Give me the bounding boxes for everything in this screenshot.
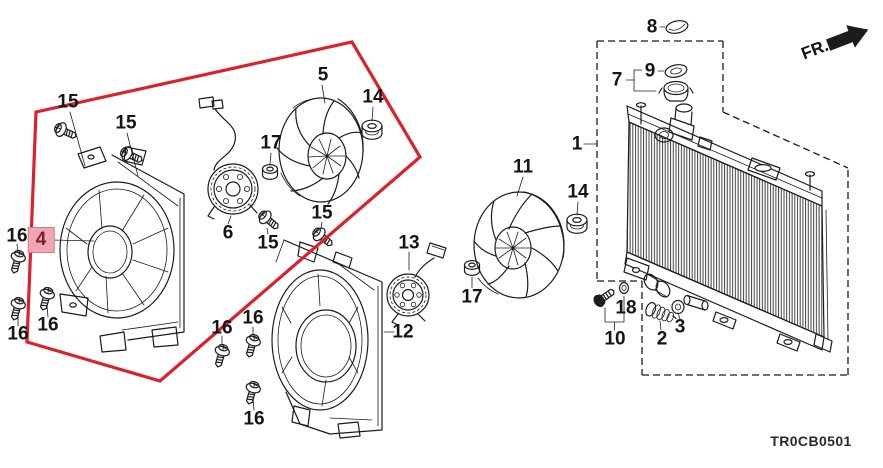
callout-16-a[interactable]: 16 bbox=[6, 225, 28, 247]
fan-motor-13-drawing bbox=[386, 242, 447, 326]
callout-4-selected[interactable]: 4 bbox=[27, 227, 55, 253]
callout-7[interactable]: 7 bbox=[611, 69, 623, 91]
callout-6[interactable]: 6 bbox=[222, 222, 234, 244]
radiator-boundary-box bbox=[596, 40, 849, 376]
grommet-14a-drawing bbox=[361, 119, 383, 140]
callout-14-a[interactable]: 14 bbox=[362, 86, 384, 108]
leader-lines bbox=[16, 26, 681, 411]
callout-16-f[interactable]: 16 bbox=[243, 408, 265, 430]
grommet-17b-drawing bbox=[463, 260, 481, 276]
fan-11-drawing bbox=[473, 191, 565, 299]
callout-1[interactable]: 1 bbox=[571, 133, 583, 155]
callout-17-b[interactable]: 17 bbox=[461, 286, 483, 308]
red-selection-outline bbox=[25, 40, 423, 383]
callout-12[interactable]: 12 bbox=[392, 321, 414, 343]
callout-16-b[interactable]: 16 bbox=[7, 323, 29, 345]
fan-shroud-left-drawing bbox=[59, 146, 185, 353]
callout-5[interactable]: 5 bbox=[317, 64, 329, 86]
radiator-drawing bbox=[623, 102, 833, 353]
fan-motor-6-drawing bbox=[198, 96, 259, 220]
callout-10[interactable]: 10 bbox=[604, 328, 626, 350]
callout-3[interactable]: 3 bbox=[674, 316, 686, 338]
fr-direction-arrow-icon bbox=[825, 25, 869, 51]
callout-15-d[interactable]: 15 bbox=[311, 202, 333, 224]
radiator-cap-drawing bbox=[658, 20, 694, 102]
fan-shroud-12-drawing bbox=[271, 239, 383, 439]
callout-14-b[interactable]: 14 bbox=[567, 181, 589, 203]
bolts-drawing bbox=[6, 119, 338, 407]
callout-2[interactable]: 2 bbox=[656, 328, 668, 350]
callout-16-e[interactable]: 16 bbox=[242, 307, 264, 329]
diagram-code: TR0CB0501 bbox=[770, 433, 852, 449]
grommet-17a-drawing bbox=[261, 164, 279, 180]
callout-8[interactable]: 8 bbox=[646, 16, 658, 38]
fan-5-drawing bbox=[276, 97, 364, 205]
callout-15-c[interactable]: 15 bbox=[257, 232, 279, 254]
callout-15-a[interactable]: 15 bbox=[57, 91, 79, 113]
callout-13[interactable]: 13 bbox=[398, 232, 420, 254]
callout-15-b[interactable]: 15 bbox=[115, 112, 137, 134]
callout-16-d[interactable]: 16 bbox=[211, 317, 233, 339]
callout-16-c[interactable]: 16 bbox=[37, 314, 59, 336]
callout-11[interactable]: 11 bbox=[512, 156, 534, 178]
grommet-14b-drawing bbox=[566, 213, 588, 234]
callout-17-a[interactable]: 17 bbox=[260, 132, 282, 154]
callout-9[interactable]: 9 bbox=[644, 60, 656, 82]
callout-18[interactable]: 18 bbox=[615, 297, 637, 319]
